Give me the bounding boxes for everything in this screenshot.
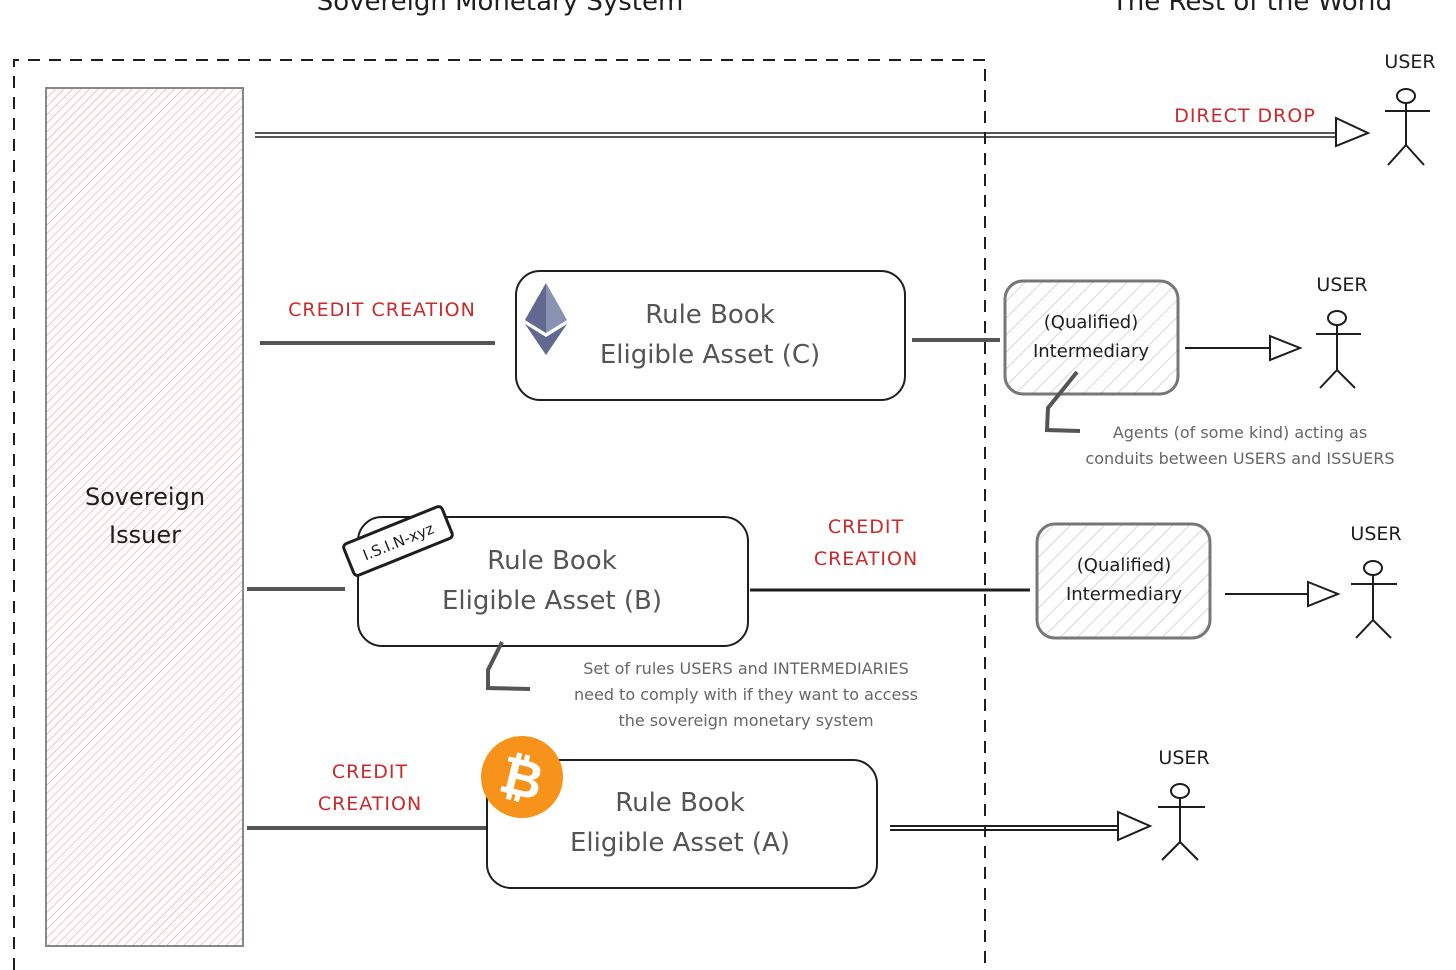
issuer-label-1: Sovereign bbox=[85, 483, 205, 511]
intermediary-label-2: Intermediary bbox=[1033, 341, 1149, 362]
ethereum-icon bbox=[525, 283, 567, 355]
credit-creation-label-b-2: CREATION bbox=[814, 548, 918, 570]
note-intermediary-1: Agents (of some kind) acting as bbox=[1113, 423, 1367, 442]
title-sovereign-monetary-system: Sovereign Monetary System bbox=[317, 0, 684, 17]
user-label: USER bbox=[1384, 51, 1435, 73]
user-4: USER bbox=[1158, 747, 1210, 861]
stick-figure-icon bbox=[1351, 560, 1397, 639]
eligible-asset-label: Eligible Asset (A) bbox=[570, 828, 790, 858]
intermediary-label-1: (Qualified) bbox=[1044, 312, 1139, 333]
stick-figure-icon bbox=[1316, 310, 1361, 389]
direct-drop-arrow bbox=[255, 116, 1371, 148]
isin-stamp: I.S.I.N-xyz bbox=[342, 505, 454, 577]
credit-creation-label-a-2: CREATION bbox=[318, 793, 422, 815]
note-rulebook-3: the sovereign monetary system bbox=[618, 711, 873, 730]
rule-book-label: Rule Book bbox=[487, 546, 617, 576]
intermediary-1[interactable]: (Qualified) Intermediary bbox=[1003, 279, 1180, 396]
note-intermediary-2: conduits between USERS and ISSUERS bbox=[1085, 449, 1394, 468]
arrow-intermediary-1-user bbox=[1185, 334, 1303, 362]
title-rest-of-world: The Rest of the World bbox=[1111, 0, 1392, 17]
stick-figure-icon bbox=[1385, 88, 1430, 166]
callout-line-intermediary bbox=[1044, 370, 1081, 433]
direct-drop-label: DIRECT DROP bbox=[1174, 105, 1316, 127]
eligible-asset-label: Eligible Asset (B) bbox=[442, 586, 662, 616]
user-label: USER bbox=[1350, 523, 1401, 545]
sovereign-issuer[interactable]: Sovereign Issuer bbox=[45, 87, 244, 947]
user-1: USER bbox=[1384, 51, 1436, 166]
user-label: USER bbox=[1158, 747, 1209, 769]
credit-creation-label-a-1: CREDIT bbox=[332, 761, 408, 783]
stick-figure-icon bbox=[1158, 783, 1205, 861]
arrow-intermediary-2-user bbox=[1225, 580, 1341, 608]
sovereign-boundary bbox=[13, 59, 986, 970]
rule-book-asset-c[interactable]: Rule Book Eligible Asset (C) bbox=[515, 270, 906, 401]
user-label: USER bbox=[1316, 274, 1367, 296]
credit-creation-label-b-1: CREDIT bbox=[828, 516, 904, 538]
intermediary-label-1: (Qualified) bbox=[1077, 555, 1172, 576]
rule-book-asset-a[interactable]: Rule Book Eligible Asset (A) bbox=[486, 759, 878, 889]
intermediary-2[interactable]: (Qualified) Intermediary bbox=[1035, 522, 1212, 640]
rule-book-label: Rule Book bbox=[615, 788, 745, 818]
note-rulebook-1: Set of rules USERS and INTERMEDIARIES bbox=[583, 659, 909, 678]
rule-book-asset-b[interactable]: Rule Book Eligible Asset (B) bbox=[357, 516, 749, 647]
intermediary-label-2: Intermediary bbox=[1066, 584, 1182, 605]
credit-creation-label-c: CREDIT CREATION bbox=[288, 299, 476, 321]
bitcoin-icon: ₿ bbox=[481, 736, 563, 818]
user-2: USER bbox=[1316, 274, 1368, 389]
rule-book-label: Rule Book bbox=[645, 300, 775, 330]
note-rulebook-2: need to comply with if they want to acce… bbox=[574, 685, 918, 704]
user-3: USER bbox=[1350, 523, 1402, 639]
callout-line-rulebook bbox=[486, 641, 531, 691]
eligible-asset-label: Eligible Asset (C) bbox=[600, 340, 820, 370]
arrow-asset-a-user bbox=[890, 810, 1153, 842]
issuer-label-2: Issuer bbox=[109, 521, 181, 549]
